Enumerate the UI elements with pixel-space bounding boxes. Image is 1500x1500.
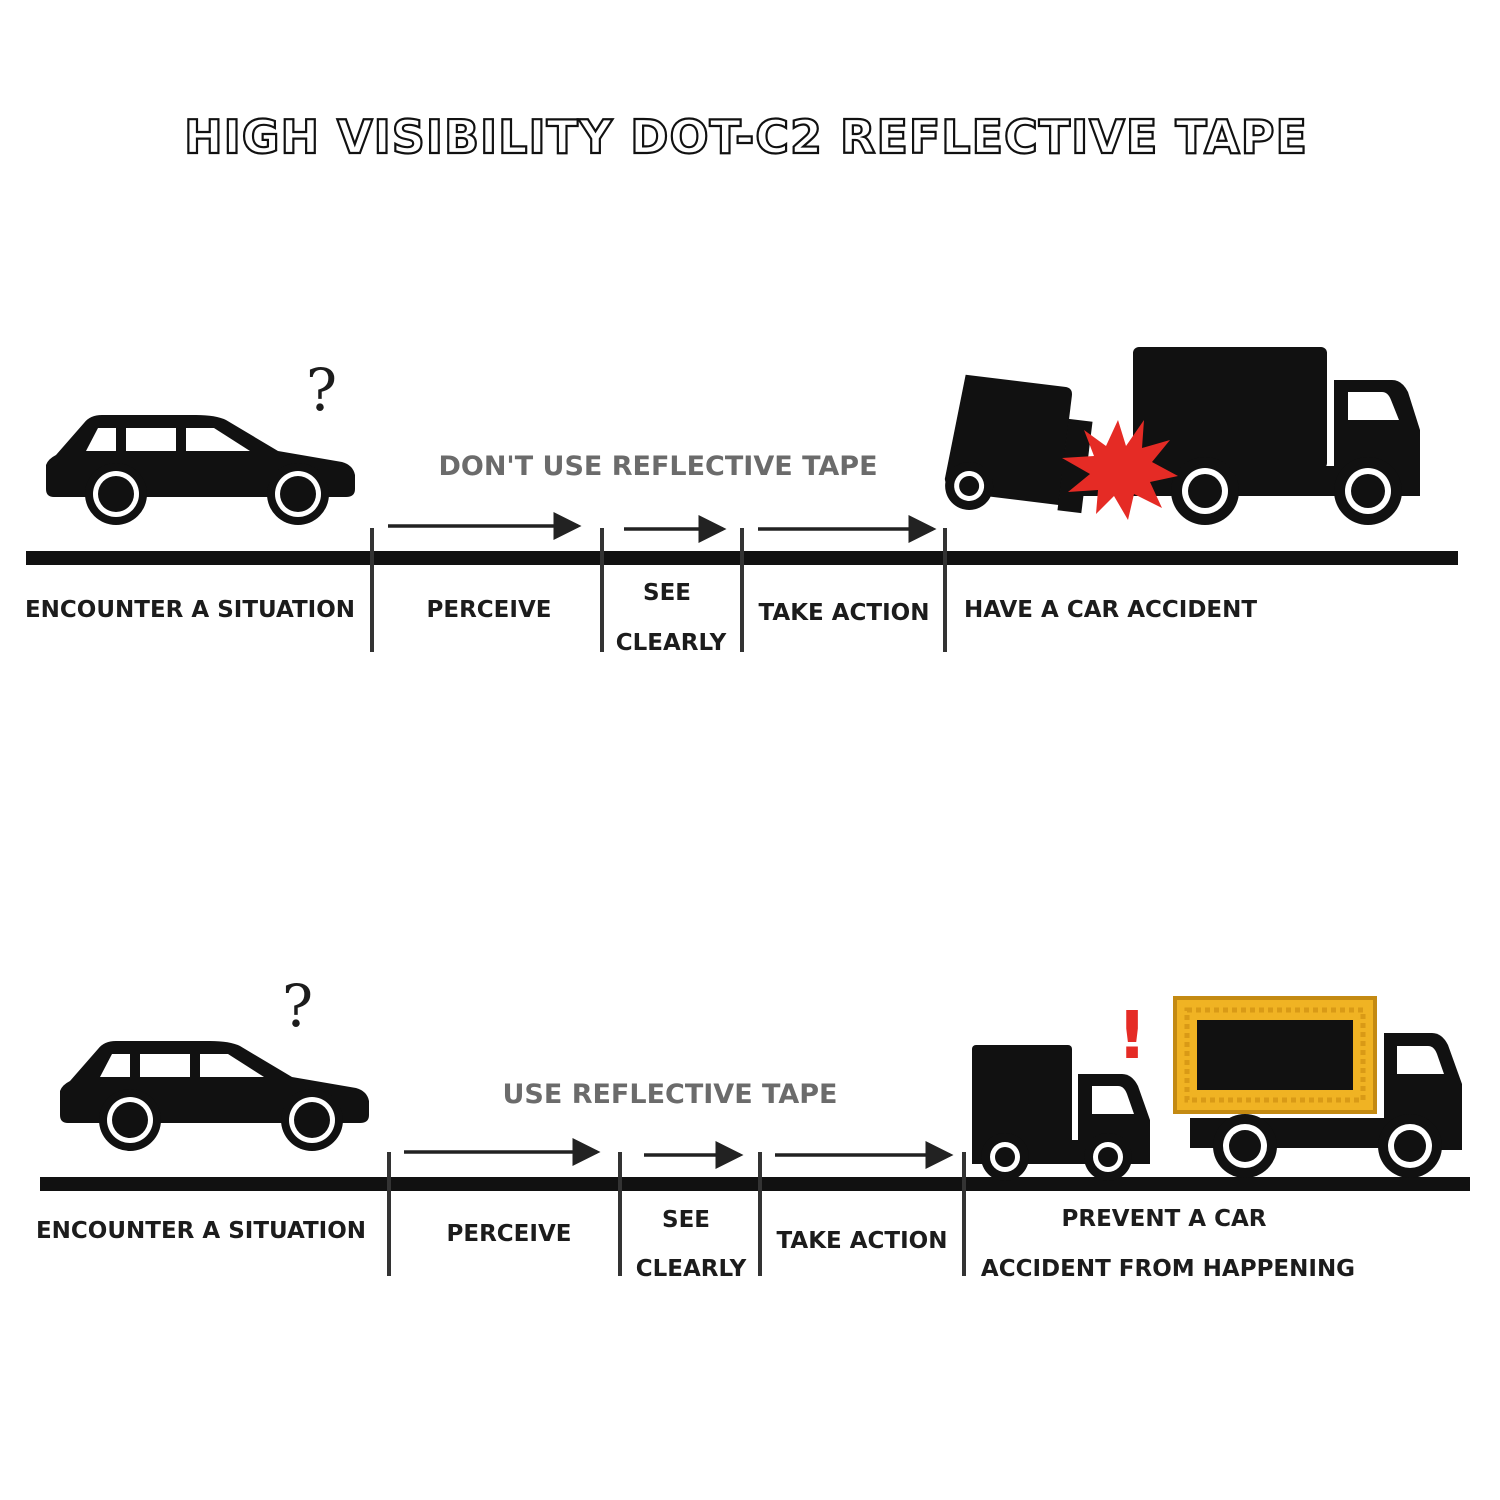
step-dividers: [387, 1152, 966, 1276]
question-mark-icon: ?: [306, 356, 337, 424]
step-encounter: ENCOUNTER A SITUATION: [25, 597, 355, 623]
scenario-caption: USE REFLECTIVE TAPE: [502, 1079, 837, 1110]
step-outcome-line2: ACCIDENT FROM HAPPENING: [981, 1256, 1355, 1282]
car-icon: [46, 415, 355, 525]
scenario-caption: DON'T USE REFLECTIVE TAPE: [438, 451, 877, 482]
step-take-action: TAKE ACTION: [759, 600, 930, 626]
collision-burst-icon: [1062, 420, 1178, 520]
step-see-line1: SEE: [662, 1207, 710, 1233]
step-dividers: [370, 528, 947, 652]
step-outcome: HAVE A CAR ACCIDENT: [964, 597, 1257, 623]
step-see-line2: CLEARLY: [616, 630, 727, 656]
small-truck-icon: [972, 1045, 1150, 1181]
truck-icon: [1173, 996, 1462, 1178]
scenario-without-tape: ? DON'T USE REFLECTIVE TAPE ENCOUNTER A …: [25, 347, 1458, 656]
step-see-line2: CLEARLY: [636, 1256, 747, 1282]
step-encounter: ENCOUNTER A SITUATION: [36, 1218, 366, 1244]
scenario-with-tape: ? USE REFLECTIVE TAPE ENCOUNTER A SITUAT…: [36, 972, 1470, 1282]
step-perceive: PERCEIVE: [447, 1221, 572, 1247]
road-line: [40, 1177, 1470, 1191]
question-mark-icon: ?: [282, 972, 313, 1040]
page-title: HIGH VISIBILITY DOT-C2 REFLECTIVE TAPE: [184, 110, 1308, 164]
step-see-line1: SEE: [643, 580, 691, 606]
step-perceive: PERCEIVE: [427, 597, 552, 623]
car-icon: [60, 1041, 369, 1151]
progress-arrows: [404, 1138, 954, 1169]
crashed-truck-icon: [944, 374, 1072, 510]
exclamation-icon: !: [1117, 997, 1147, 1074]
progress-arrows: [388, 512, 937, 543]
step-outcome-line1: PREVENT A CAR: [1062, 1206, 1267, 1232]
step-take-action: TAKE ACTION: [777, 1228, 948, 1254]
